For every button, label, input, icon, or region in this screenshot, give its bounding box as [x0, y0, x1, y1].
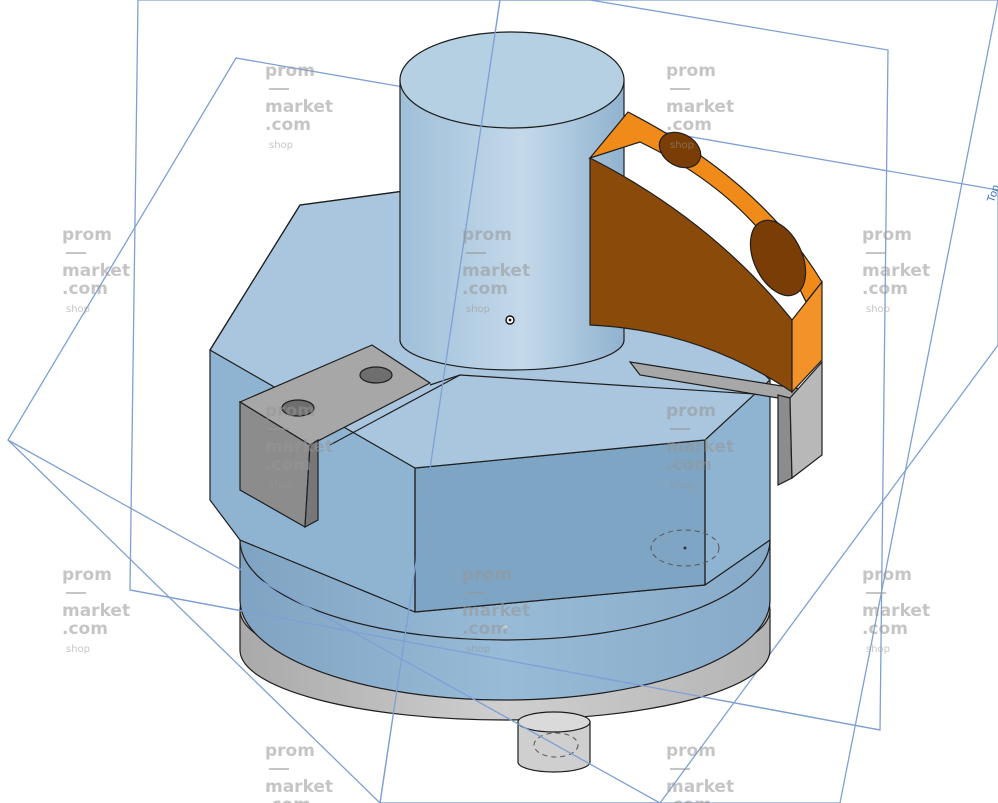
top-plane[interactable]: [7, 57, 998, 803]
right-jaw-base[interactable]: [628, 360, 823, 486]
jaw-slots: [329, 374, 771, 446]
reference-planes-front: [7, 0, 881, 803]
hidden-hole-marker: [650, 529, 720, 567]
origin-point-icon: [505, 315, 515, 325]
center-point-marker: [683, 546, 687, 550]
front-plane[interactable]: [129, 0, 889, 731]
axis-point-marker: [503, 625, 507, 629]
orange-jaw[interactable]: [588, 111, 823, 394]
bottom-pin[interactable]: [517, 711, 591, 773]
left-jaw[interactable]: [238, 344, 432, 529]
